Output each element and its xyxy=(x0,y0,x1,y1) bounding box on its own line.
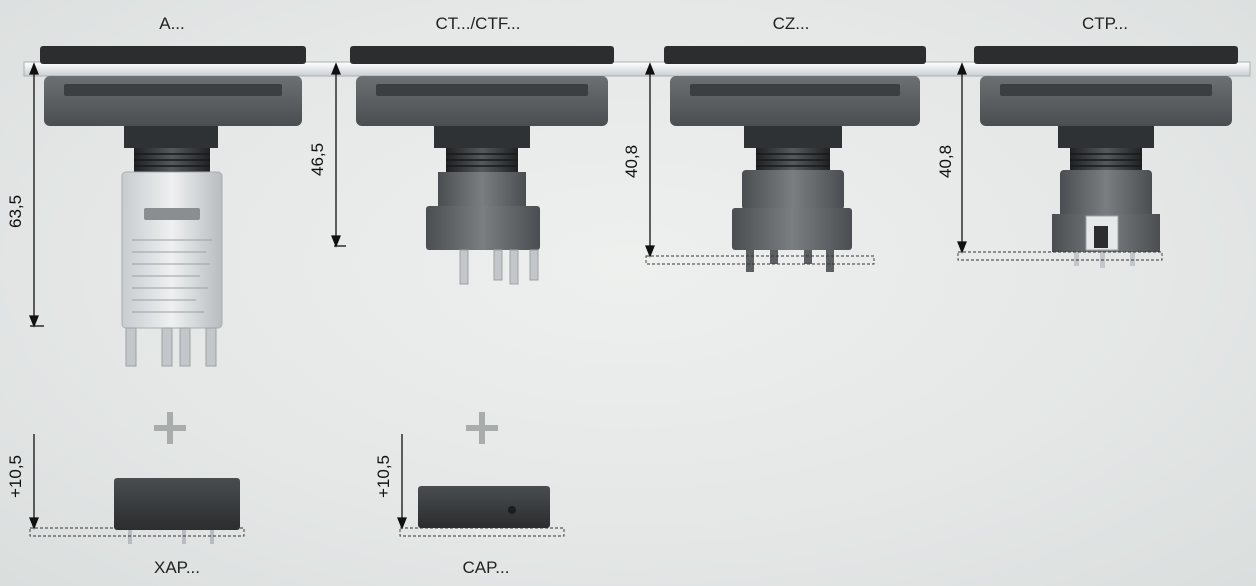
dimension-label-a: 63,5 xyxy=(6,194,25,228)
bezel xyxy=(350,46,614,64)
dimension-lines xyxy=(29,62,967,530)
housing xyxy=(980,76,1232,126)
dimension-label-xap: +10,5 xyxy=(6,454,25,498)
housing xyxy=(44,76,302,126)
plus-icon xyxy=(466,412,498,444)
dimension-label-ct: 46,5 xyxy=(308,142,327,176)
socket-body xyxy=(438,172,526,208)
switch-block xyxy=(121,171,223,329)
series-label-ct: CT.../CTF... xyxy=(435,14,521,33)
housing xyxy=(670,76,920,126)
device-ctp xyxy=(974,46,1238,268)
addon-label-cap: CAP... xyxy=(462,558,510,577)
bezel xyxy=(664,46,926,64)
dimension-label-ctp: 40,8 xyxy=(936,144,955,178)
bezel xyxy=(40,46,306,64)
device-ct xyxy=(350,46,614,285)
series-label-ctp: CTP... xyxy=(1082,14,1128,33)
addon-label-xap: XAP... xyxy=(154,558,200,577)
socket-base xyxy=(426,206,540,250)
dimension-label-cz: 40,8 xyxy=(622,144,641,178)
socket-base xyxy=(732,208,852,250)
mounting-panel xyxy=(23,61,1251,77)
device-cz xyxy=(664,46,926,272)
plus-icon xyxy=(154,412,186,444)
device-a xyxy=(40,46,306,367)
addon-cap xyxy=(418,486,550,538)
housing xyxy=(356,76,608,126)
dimension-label-cap: +10,5 xyxy=(374,454,393,498)
series-label-a: A... xyxy=(159,14,185,33)
socket-body xyxy=(1060,170,1152,218)
adapter-block xyxy=(114,478,240,530)
addon-xap xyxy=(114,478,240,544)
series-label-cz: CZ... xyxy=(772,14,810,33)
socket-body xyxy=(742,170,844,210)
reference-boxes xyxy=(29,251,1163,537)
bezel xyxy=(974,46,1238,64)
adapter-block xyxy=(418,486,550,528)
